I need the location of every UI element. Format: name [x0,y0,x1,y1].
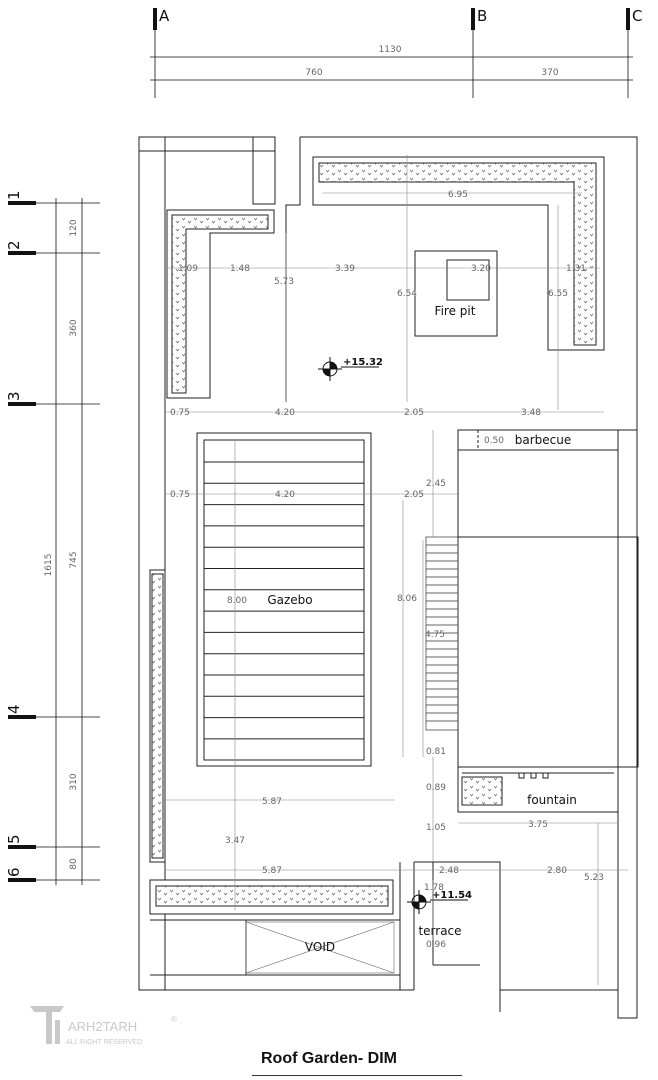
top-axis-lines [150,8,633,98]
dim-2-05-b: 2.05 [404,490,424,500]
grid-column-b: B [477,7,487,25]
dim-left-56: 80 [69,858,79,870]
fire-pit-label: Fire pit [435,304,476,318]
fountain [457,766,619,813]
fountain-label: fountain [527,793,577,807]
dim-top-ab: 760 [305,68,322,78]
dim-2-48: 2.48 [439,866,459,876]
dim-0-81: 0.81 [426,747,446,757]
dim-1-48: 1.48 [230,264,250,274]
brand-logo: ARH2TARH ® ALL RIGHT RESERVED [30,1006,177,1046]
dim-top-total: 1130 [379,45,402,55]
dimension-lines [165,155,628,985]
dim-3-20: 3.20 [471,264,491,274]
dim-5-87-a: 5.87 [262,797,282,807]
logo-registered: ® [171,1015,177,1024]
dim-2-80: 2.80 [547,866,567,876]
fire-pit [414,250,498,337]
dim-left-45: 310 [69,773,79,790]
dim-4-75: 4.75 [425,630,445,640]
dim-0-75-a: 0.75 [170,408,190,418]
dim-left-34: 745 [69,551,79,568]
stair-frame [425,536,459,731]
left-axis-lines [8,198,100,885]
dim-3-47: 3.47 [225,836,245,846]
level-terrace-text: +11.54 [432,890,472,901]
level-main-text: +15.32 [343,357,383,368]
level-marker-main [318,357,379,381]
dim-1-09: 1.09 [178,264,198,274]
dim-left-total: 1615 [44,554,54,577]
logo-name: ARH2TARH [68,1019,137,1034]
dim-8-00: 8.00 [227,596,247,606]
dim-0-96: 0.96 [426,940,446,950]
grid-column-c: C [632,7,642,25]
grid-row-3: 3 [5,391,23,401]
dim-0-89: 0.89 [426,783,446,793]
dim-6-95: 6.95 [448,190,468,200]
gazebo-label: Gazebo [267,593,312,607]
gazebo [196,432,372,767]
dim-3-75: 3.75 [528,820,548,830]
dimension-texts: 6.95 1.09 1.48 5.73 3.39 3.20 1.31 6.54 … [170,190,604,950]
dim-5-73: 5.73 [274,277,294,287]
grid-row-4: 4 [5,704,23,714]
dim-4-20-b: 4.20 [275,490,295,500]
dim-left-23: 360 [69,319,79,336]
dim-2-05-a: 2.05 [404,408,424,418]
void-label: VOID [305,940,335,954]
dim-6-54: 6.54 [397,289,417,299]
drawing-title: Roof Garden- DIM [261,1050,397,1067]
grid-row-5: 5 [5,834,23,844]
logo-tagline: ALL RIGHT RESERVED [66,1039,142,1046]
dim-left-12: 120 [69,219,79,236]
dim-1-78: 1.78 [424,883,444,893]
level-marker-terrace [407,890,468,914]
dim-3-39: 3.39 [335,264,355,274]
dim-0-75-b: 0.75 [170,490,190,500]
dim-5-87-b: 5.87 [262,866,282,876]
title-underline [252,1075,462,1076]
dim-8-06: 8.06 [397,594,417,604]
grid-column-a: A [159,7,170,25]
dim-top-bc: 370 [541,68,558,78]
dim-2-45: 2.45 [426,479,446,489]
dim-0-50: 0.50 [484,436,504,446]
dim-1-31: 1.31 [566,264,586,274]
staircase [425,536,459,731]
dim-4-20-a: 4.20 [275,408,295,418]
barbecue-label: barbecue [515,433,572,447]
barbecue-block [457,429,639,768]
grid-row-2: 2 [5,240,23,250]
void-area [245,921,395,974]
dim-5-23: 5.23 [584,873,604,883]
grid-row-1: 1 [5,190,23,200]
terrace-label: terrace [418,924,461,938]
dim-6-55: 6.55 [548,289,568,299]
planters [149,156,605,915]
dim-3-48: 3.48 [521,408,541,418]
dim-1-05: 1.05 [426,823,446,833]
grid-row-6: 6 [5,867,23,877]
